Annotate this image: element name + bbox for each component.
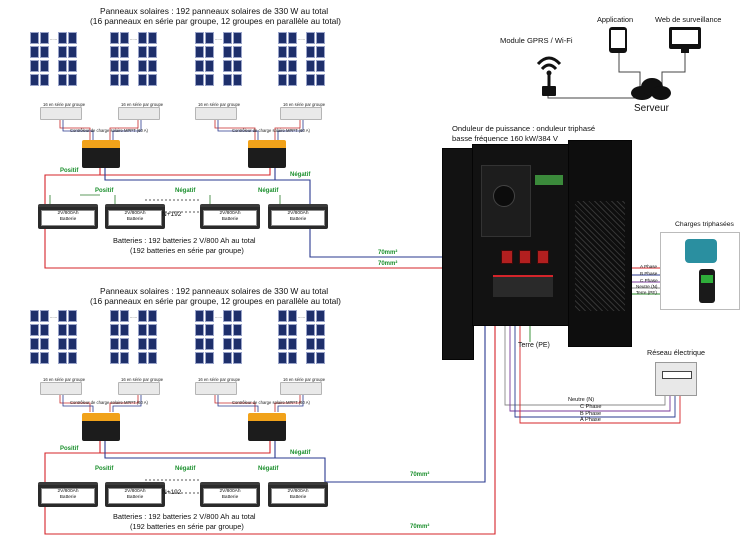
grid-title: Réseau électrique (647, 348, 705, 357)
batteries-title-line2: (192 batteries en série par groupe) (130, 246, 244, 255)
batteries-title-line1: Batteries : 192 batteries 2 V/800 Ah au … (113, 512, 256, 521)
positive-label: Positif (60, 168, 79, 174)
grid-phase-a: A Phase (580, 417, 601, 423)
mppt-controller (82, 140, 120, 168)
loads-title: Charges triphasées (675, 221, 734, 228)
batteries-title-line2: (192 batteries en série par groupe) (130, 522, 244, 531)
negative-label: Négatif (290, 450, 311, 456)
grid-phase-c: C Phase (580, 404, 602, 410)
pump-icon (699, 269, 715, 303)
bottom-solar-title-line1: Panneaux solaires : 192 panneaux solaire… (100, 286, 329, 296)
web-label: Web de surveillance (655, 15, 722, 24)
combiner-box: 16 en série par groupe (195, 377, 240, 395)
positive-label: Positif (95, 466, 114, 472)
phone-icon (609, 27, 627, 53)
negative-label: Négatif (175, 466, 196, 472)
cloud-icon (628, 78, 672, 100)
battery-count: N+192 (162, 211, 182, 218)
combiner-box: 16 en série par groupe (195, 102, 240, 120)
grid-neutral: Neutre (N) (568, 397, 595, 403)
negative-label: Négatif (290, 172, 311, 178)
combiner-box: 16 en série par groupe (118, 102, 163, 120)
server-label: Serveur (634, 103, 670, 114)
positive-label: Positif (95, 188, 114, 194)
wifi-module-icon (534, 50, 564, 98)
mppt-label: Contrôleur de charge solaire MPPT (60 A) (70, 400, 148, 405)
inverter-side-panel (568, 140, 632, 347)
load-phase-c: C Phase (640, 278, 658, 283)
bottom-solar-arrays: ...... ...... ...... ...... (30, 310, 350, 380)
mppt-controller (82, 413, 120, 441)
load-phase-b: B Phase (640, 271, 658, 276)
loads-box (660, 232, 740, 310)
cable-label: 70mm² (410, 524, 430, 530)
monitor-icon (669, 27, 701, 53)
combiner-box: 16 en série par groupe (118, 377, 163, 395)
load-neutral: Neutre (N) (636, 284, 658, 289)
positive-label: Positif (60, 446, 79, 452)
mppt-label: Contrôleur de charge solaire MPPT (60 A) (70, 128, 148, 133)
load-phase-a: A Phase (640, 264, 658, 269)
motor-icon (685, 239, 717, 263)
negative-label: Négatif (258, 188, 279, 194)
combiner-box: 16 en série par groupe (40, 102, 85, 120)
bottom-solar-title-line2: (16 panneaux en série par groupe, 12 gro… (90, 296, 341, 306)
grid-phase-b: B Phase (580, 411, 602, 417)
negative-label: Négatif (258, 466, 279, 472)
mppt-controller (248, 140, 286, 168)
inverter-door (442, 148, 474, 360)
negative-label: Négatif (175, 188, 196, 194)
load-earth: Terre (PE) (636, 290, 657, 295)
combiner-box: 16 en série par groupe (280, 102, 325, 120)
top-solar-title-line2: (16 panneaux en série par groupe, 12 gro… (90, 16, 341, 26)
cable-label: 70mm² (378, 250, 398, 256)
mppt-label: Contrôleur de charge solaire MPPT (60 A) (232, 128, 310, 133)
cable-label: 70mm² (378, 261, 398, 267)
top-solar-title-line1: Panneaux solaires : 192 panneaux solaire… (100, 6, 329, 16)
application-label: Application (597, 15, 634, 24)
battery-count: N+192 (162, 489, 182, 496)
batteries-title-line1: Batteries : 192 batteries 2 V/800 Ah au … (113, 236, 256, 245)
mppt-controller (248, 413, 286, 441)
combiner-box: 16 en série par groupe (40, 377, 85, 395)
cable-label: 70mm² (410, 472, 430, 478)
combiner-box: 16 en série par groupe (280, 377, 325, 395)
earth-label: Terre (PE) (518, 342, 550, 349)
inverter-title-line2: basse fréquence 160 kW/384 V (452, 134, 558, 143)
mppt-label: Contrôleur de charge solaire MPPT (60 A) (232, 400, 310, 405)
gprs-label: Module GPRS / Wi-Fi (500, 36, 573, 45)
top-solar-arrays: ...... ...... ...... ...... (30, 32, 350, 102)
grid-meter-box (655, 362, 697, 396)
inverter-cabinet (472, 144, 570, 326)
inverter-title-line1: Onduleur de puissance : onduleur triphas… (452, 124, 596, 133)
